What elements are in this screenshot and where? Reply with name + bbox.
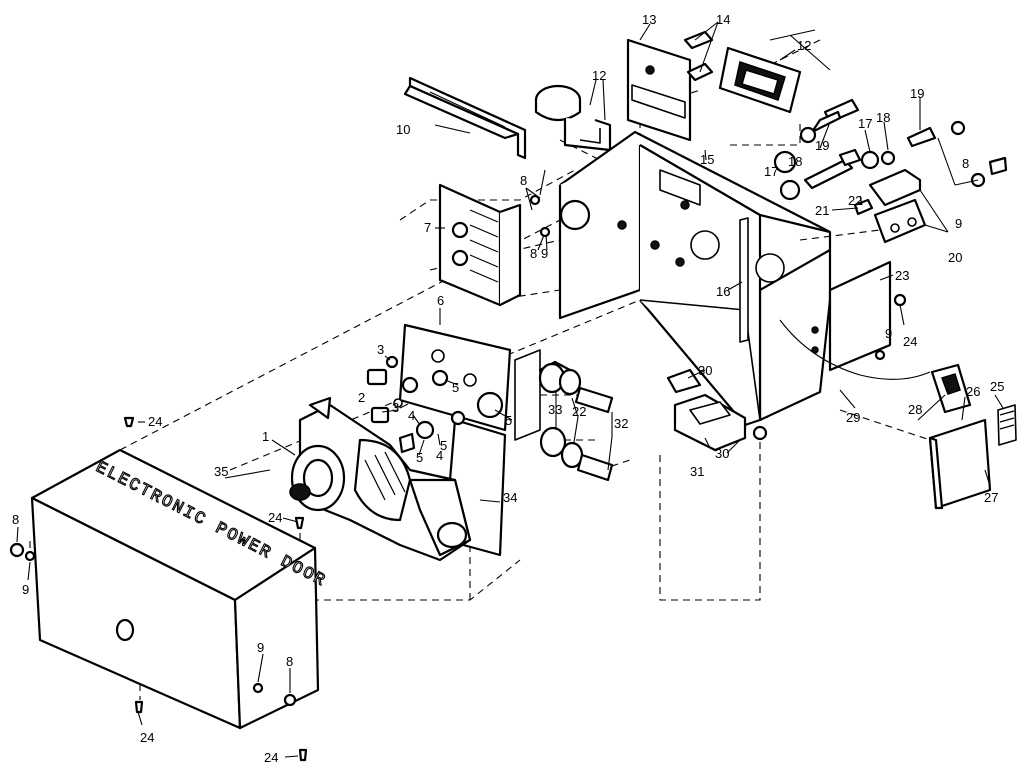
callout-8: 8	[962, 156, 969, 171]
callout-25: 25	[990, 379, 1004, 394]
part-35-cover: ELECTRONIC POWER DOOR	[30, 448, 330, 730]
callout-34: 34	[503, 490, 517, 505]
callout-9: 9	[257, 640, 264, 655]
callout-8: 8	[520, 173, 527, 188]
parts-17-22-hardware	[773, 98, 1008, 244]
callout-33: 33	[548, 402, 562, 417]
callout-32: 32	[614, 416, 628, 431]
callout-30: 30	[698, 363, 712, 378]
callout-labels: 1 2 3 3 4 4 5 5 5 5 6 7 8 8 8 8 8 9 9 9 …	[12, 12, 1004, 765]
callout-24: 24	[903, 334, 917, 349]
leader-lines	[16, 21, 1004, 758]
callout-7: 7	[424, 220, 431, 235]
callout-8: 8	[12, 512, 19, 527]
callout-27: 27	[984, 490, 998, 505]
callout-5: 5	[505, 413, 512, 428]
screws	[9, 194, 907, 762]
callout-24: 24	[268, 510, 282, 525]
part-31-sensor	[666, 368, 768, 452]
part-29-wire	[779, 319, 931, 380]
part-15-chassis	[558, 130, 832, 427]
part-1-motor	[289, 396, 472, 562]
callout-16: 16	[716, 284, 730, 299]
callout-5: 5	[452, 380, 459, 395]
callout-19: 19	[815, 138, 829, 153]
callout-1: 1	[262, 429, 269, 444]
callout-2: 2	[358, 390, 365, 405]
callout-20: 20	[948, 250, 962, 265]
part-16	[739, 217, 749, 343]
callout-4: 4	[408, 408, 415, 423]
callout-24: 24	[148, 414, 162, 429]
callout-18: 18	[788, 154, 802, 169]
callout-9: 9	[22, 582, 29, 597]
callout-6: 6	[437, 293, 444, 308]
callout-10: 10	[396, 122, 410, 137]
callout-14: 14	[716, 12, 730, 27]
parts-25-27-control	[928, 404, 1017, 510]
callout-12: 12	[797, 38, 811, 53]
callout-18: 18	[876, 110, 890, 125]
part-14-screws	[683, 30, 714, 82]
callout-24: 24	[264, 750, 278, 765]
parts-22-33-bearings	[538, 362, 614, 482]
part-12-capacitor	[534, 84, 612, 152]
callout-9: 9	[885, 326, 892, 341]
callout-24: 24	[140, 730, 154, 745]
callout-31: 31	[690, 464, 704, 479]
callout-8: 8	[530, 246, 537, 261]
callout-9: 9	[955, 216, 962, 231]
callout-9: 9	[541, 246, 548, 261]
callout-4: 4	[436, 448, 443, 463]
callout-3: 3	[377, 342, 384, 357]
part-13-plate	[626, 38, 692, 142]
callout-3: 3	[392, 400, 399, 415]
part-12-switch-box	[718, 29, 831, 114]
callout-15: 15	[700, 152, 714, 167]
callout-12: 12	[592, 68, 606, 83]
callout-17: 17	[858, 116, 872, 131]
callout-17: 17	[764, 164, 778, 179]
part-7-terminal-block	[438, 183, 522, 307]
callout-22: 22	[572, 404, 586, 419]
callout-8: 8	[286, 654, 293, 669]
callout-19: 19	[910, 86, 924, 101]
part-10-rail	[403, 76, 527, 160]
callout-26: 26	[966, 384, 980, 399]
callout-28: 28	[908, 402, 922, 417]
callout-23: 23	[895, 268, 909, 283]
callout-13: 13	[642, 12, 656, 27]
callout-5: 5	[440, 438, 447, 453]
callout-29: 29	[846, 410, 860, 425]
callout-21: 21	[815, 203, 829, 218]
part-23-cover-plate	[828, 260, 892, 372]
callout-35: 35	[214, 464, 228, 479]
callout-5: 5	[416, 450, 423, 465]
callout-22: 22	[848, 193, 862, 208]
callout-30: 30	[715, 446, 729, 461]
